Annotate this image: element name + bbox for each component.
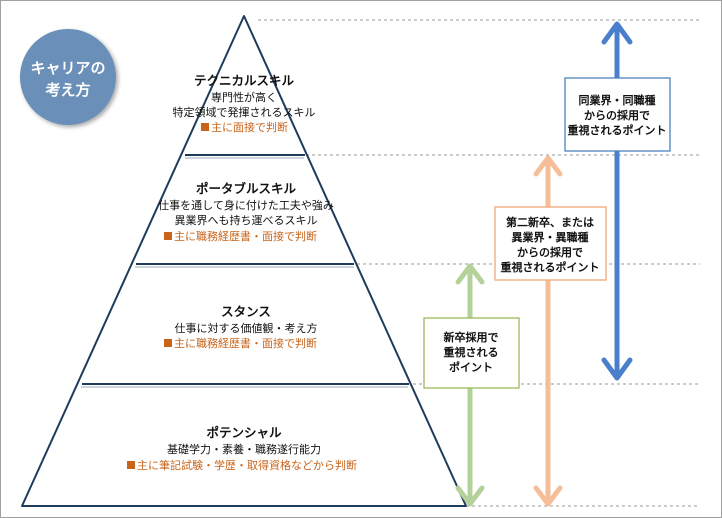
level-note: 主に面接で判断 bbox=[211, 120, 288, 134]
level-desc: 仕事を通して身に付けた工夫や強み bbox=[158, 198, 334, 212]
badge-line-2: 考え方 bbox=[45, 81, 90, 99]
note-bullet-icon bbox=[201, 123, 209, 131]
box-line: ポイント bbox=[449, 360, 493, 374]
level-potential: ポテンシャル 基礎学力・素養・職務遂行能力 主に筆記試験・学歴・取得資格などから… bbox=[127, 425, 357, 472]
box-line: 重視されるポイント bbox=[501, 260, 600, 274]
note-bullet-icon bbox=[127, 461, 135, 469]
arrow-head-down-icon bbox=[601, 357, 633, 381]
box-line: 重視されるポイント bbox=[568, 123, 667, 137]
level-desc: 特定領域で発揮されるスキル bbox=[173, 105, 316, 119]
new-grad-box: 新卒採用で 重視される ポイント bbox=[423, 317, 520, 389]
arrow-head-down-icon bbox=[455, 485, 485, 507]
box-line: 異業界・異職種 bbox=[512, 230, 589, 244]
badge-circle bbox=[20, 29, 116, 125]
arrow-head-up-icon bbox=[455, 263, 485, 285]
career-badge bbox=[20, 29, 116, 125]
level-technical-skill: テクニカルスキル 専門性が高く 特定領域で発揮されるスキル 主に面接で判断 bbox=[173, 73, 316, 134]
note-bullet-icon bbox=[164, 232, 172, 240]
box-line: 同業界・同職種 bbox=[579, 93, 656, 107]
level-portable-skill: ポータブルスキル 仕事を通して身に付けた工夫や強み 異業界へも持ち運べるスキル … bbox=[158, 181, 334, 243]
arrow-head-up-icon bbox=[533, 155, 563, 177]
level-note: 主に職務経歴書・面接で判断 bbox=[174, 229, 317, 243]
level-title: ポータブルスキル bbox=[196, 181, 297, 196]
box-line: 第二新卒、または bbox=[506, 215, 594, 229]
box-line: 新卒採用で bbox=[444, 330, 499, 344]
level-title: ポテンシャル bbox=[206, 425, 282, 440]
box-line: 重視される bbox=[444, 345, 499, 359]
level-desc: 仕事に対する価値観・考え方 bbox=[175, 321, 318, 335]
level-note: 主に筆記試験・学歴・取得資格などから判断 bbox=[137, 458, 357, 472]
level-desc: 基礎学力・素養・職務遂行能力 bbox=[167, 442, 321, 456]
level-title: テクニカルスキル bbox=[194, 73, 295, 88]
level-stance: スタンス 仕事に対する価値観・考え方 主に職務経歴書・面接で判断 bbox=[164, 304, 318, 350]
box-line: からの採用で bbox=[584, 108, 650, 122]
level-note: 主に職務経歴書・面接で判断 bbox=[174, 336, 317, 350]
label-box bbox=[494, 206, 607, 281]
level-desc: 異業界へも持ち運べるスキル bbox=[175, 213, 318, 227]
pyramid bbox=[21, 15, 467, 507]
level-desc: 専門性が高く bbox=[211, 90, 277, 104]
label-box bbox=[423, 317, 520, 389]
arrow-head-up-icon bbox=[601, 21, 633, 45]
box-line: からの採用で bbox=[517, 245, 583, 259]
note-bullet-icon bbox=[164, 339, 172, 347]
second-new-grad-box: 第二新卒、または 異業界・異職種 からの採用で 重視されるポイント bbox=[494, 206, 607, 281]
same-industry-box: 同業界・同職種 からの採用で 重視されるポイント bbox=[564, 77, 671, 152]
badge-line-1: キャリアの bbox=[30, 59, 105, 77]
label-box bbox=[564, 77, 671, 152]
arrow-head-down-icon bbox=[533, 485, 563, 507]
level-title: スタンス bbox=[221, 304, 271, 319]
